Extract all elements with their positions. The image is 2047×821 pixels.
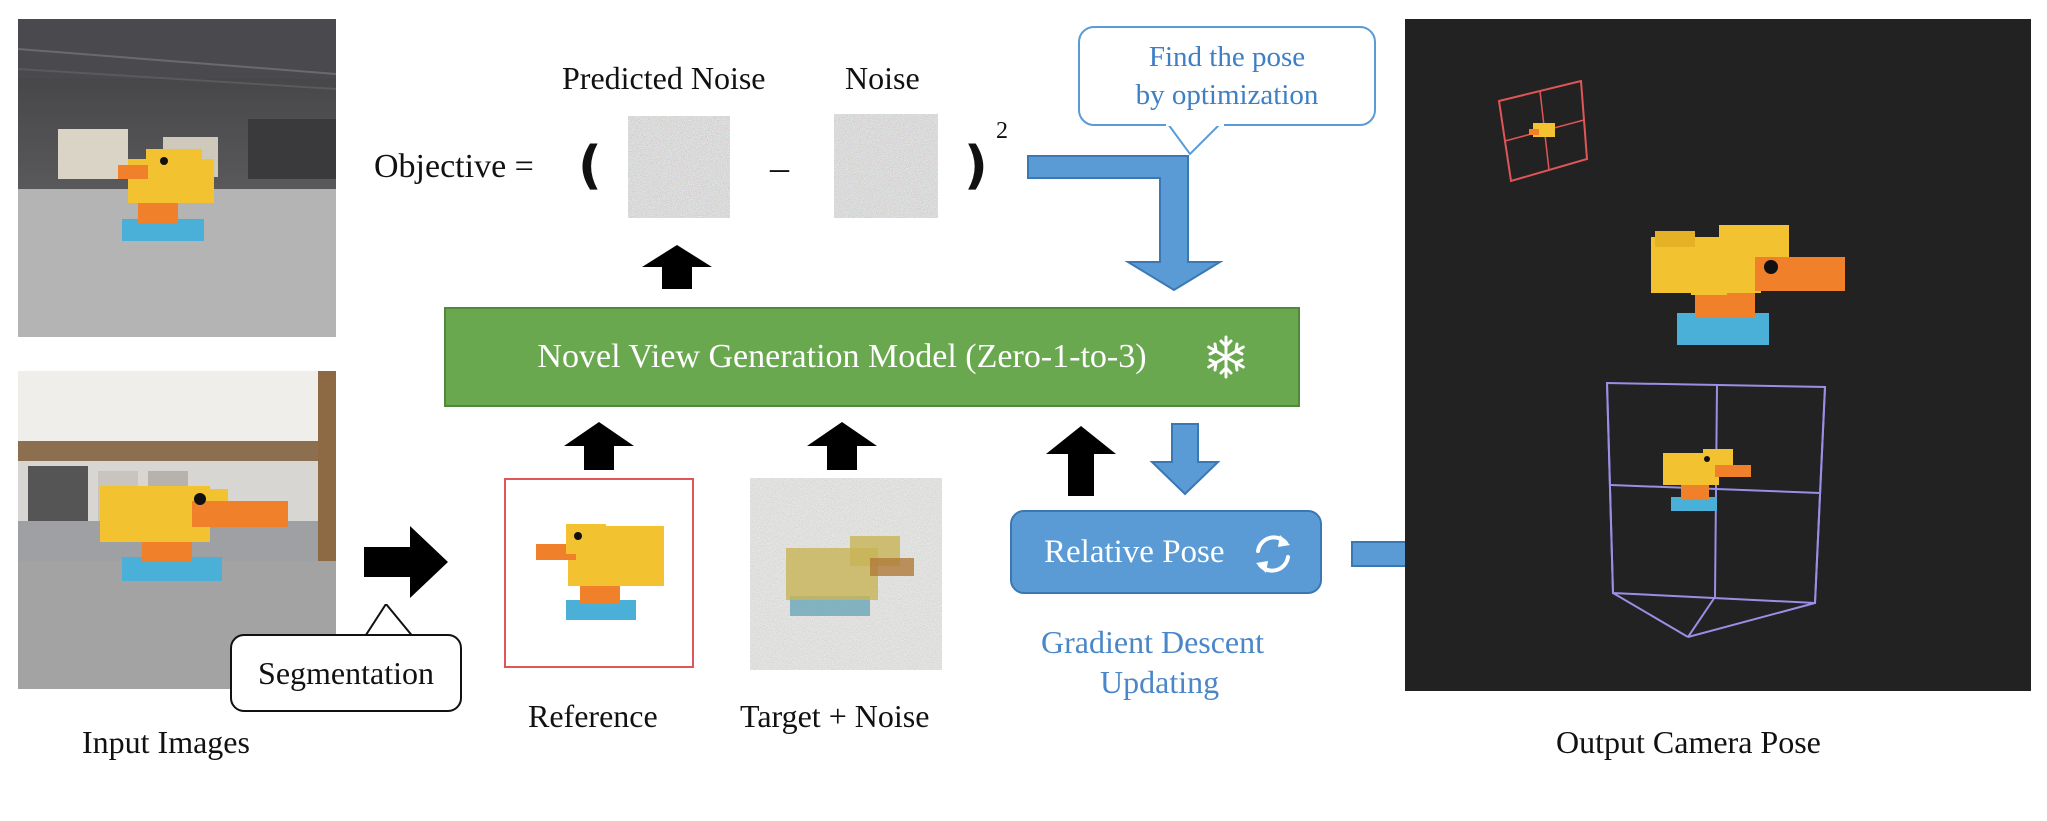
model-label: Novel View Generation Model (Zero-1-to-3… bbox=[537, 338, 1147, 375]
minus-sign: – bbox=[770, 147, 789, 189]
noise-label: Noise bbox=[845, 60, 920, 96]
reconstructed-duck bbox=[1651, 225, 1845, 345]
predicted-noise-image bbox=[628, 116, 730, 218]
target-noise-label: Target + Noise bbox=[740, 698, 930, 734]
segmentation-arrow bbox=[364, 526, 448, 598]
output-camera-frustum bbox=[1605, 381, 1827, 638]
gradient-descent-line2: Updating bbox=[1100, 664, 1220, 700]
find-pose-line2: by optimization bbox=[1135, 79, 1319, 111]
up-arrow-pose bbox=[1046, 426, 1116, 496]
up-arrow-target bbox=[807, 422, 877, 470]
up-arrow-reference bbox=[564, 422, 634, 470]
novel-view-model-box: Novel View Generation Model (Zero-1-to-3… bbox=[444, 307, 1300, 407]
reference-label: Reference bbox=[528, 698, 658, 734]
find-pose-callout: Find the pose by optimization bbox=[1078, 26, 1376, 126]
segmentation-label: Segmentation bbox=[258, 654, 434, 691]
model-to-pose-arrow bbox=[1149, 423, 1221, 496]
objective-to-model-arrow bbox=[1027, 155, 1224, 292]
relative-pose-label: Relative Pose bbox=[1044, 533, 1225, 570]
target-noise-image bbox=[750, 478, 942, 670]
noise-image bbox=[834, 114, 938, 218]
relative-pose-box: Relative Pose bbox=[1010, 510, 1322, 594]
input-image-2 bbox=[18, 371, 336, 689]
open-paren: ( bbox=[578, 136, 602, 196]
exponent-label: 2 bbox=[996, 118, 1008, 144]
input-images-label: Input Images bbox=[82, 724, 250, 760]
output-camera-pose-label: Output Camera Pose bbox=[1556, 724, 1821, 760]
refresh-icon bbox=[1256, 535, 1290, 573]
reference-camera-frustum bbox=[1497, 79, 1589, 183]
reference-image bbox=[504, 478, 694, 668]
find-pose-line1: Find the pose bbox=[1148, 41, 1306, 73]
camera-visualization bbox=[1497, 79, 1845, 638]
output-camera-panel bbox=[1405, 19, 2031, 691]
input-image-1 bbox=[18, 19, 336, 337]
up-arrow-objective bbox=[642, 245, 712, 289]
snowflake-icon bbox=[1207, 335, 1245, 379]
output-camera-duck bbox=[1663, 449, 1751, 511]
find-pose-callout-pointer bbox=[1166, 122, 1224, 156]
predicted-noise-label: Predicted Noise bbox=[562, 60, 766, 96]
gradient-descent-line1: Gradient Descent bbox=[1041, 624, 1265, 660]
close-paren: ) bbox=[964, 136, 988, 196]
objective-label: Objective = bbox=[374, 148, 534, 185]
segmentation-callout: Segmentation bbox=[230, 634, 462, 712]
